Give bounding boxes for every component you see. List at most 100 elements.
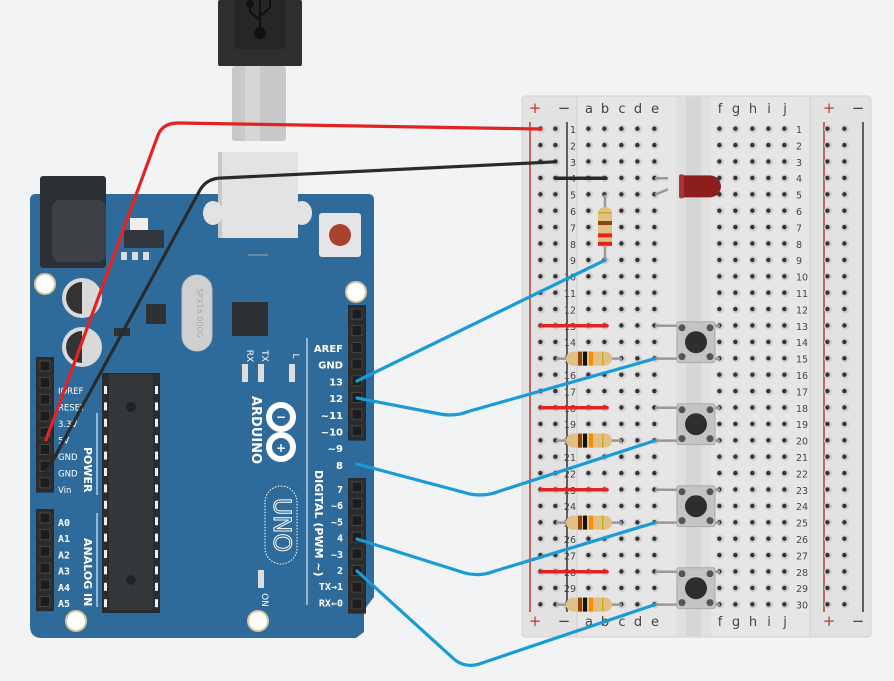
header-pin[interactable]: [39, 562, 51, 574]
push-button[interactable]: [655, 403, 720, 446]
breadboard-hole-center: [750, 224, 755, 230]
push-button[interactable]: [655, 485, 720, 528]
breadboard-hole-center: [553, 503, 558, 509]
button-cap[interactable]: [685, 413, 707, 436]
breadboard-hole-center: [652, 503, 657, 509]
button-cap[interactable]: [685, 331, 707, 354]
button-cap[interactable]: [685, 577, 707, 600]
breadboard-hole-center: [635, 339, 640, 345]
header-pin[interactable]: [39, 393, 51, 405]
reg-pin: [121, 252, 127, 260]
breadboard-hole-center: [766, 257, 771, 263]
breadboard-hole-center: [586, 388, 591, 394]
header-pin[interactable]: [351, 341, 363, 353]
header-pin[interactable]: [39, 512, 51, 524]
breadboard-hole-center: [619, 323, 624, 328]
row-number-left: 7: [570, 223, 576, 234]
breadboard-hole-center: [825, 339, 830, 345]
breadboard-hole-center: [825, 552, 830, 558]
usb-cable[interactable]: [218, 0, 302, 141]
breadboard-hole-center: [602, 290, 607, 295]
header-pin[interactable]: [39, 360, 51, 372]
breadboard-hole-center: [586, 421, 591, 427]
header-pin[interactable]: [351, 408, 363, 420]
wire-pin2-to-d30[interactable]: [355, 569, 657, 667]
breadboard-hole-center: [538, 339, 543, 345]
header-pin[interactable]: [351, 358, 363, 370]
digital-pin-label: ~11: [321, 411, 343, 422]
header-pin[interactable]: [39, 529, 51, 541]
row-number-left: 1: [570, 125, 576, 136]
analog-header: [36, 509, 54, 612]
components[interactable]: [539, 174, 721, 612]
chip-pin: [104, 533, 107, 542]
wire-gnd-to-minus-rail[interactable]: [44, 160, 558, 475]
wire-pin8-to-d20[interactable]: [355, 439, 657, 497]
resistor-band: [578, 597, 582, 612]
header-pin[interactable]: [351, 308, 363, 320]
header-pin[interactable]: [39, 545, 51, 557]
row-number-left: 22: [564, 469, 576, 480]
breadboard-hole-center: [733, 388, 738, 394]
wires[interactable]: [44, 121, 657, 667]
row-number-right: 25: [796, 519, 808, 530]
breadboard-hole-center: [825, 257, 830, 263]
breadboard-hole-center: [750, 126, 755, 131]
header-pin[interactable]: [351, 498, 363, 510]
breadboard-hole-center: [750, 503, 755, 509]
header-pin[interactable]: [351, 325, 363, 337]
rail-minus-label: −: [558, 612, 571, 630]
wire-5v-to-plus-rail[interactable]: [44, 121, 543, 442]
header-pin[interactable]: [351, 598, 363, 610]
wire-pin12-to-d15[interactable]: [355, 357, 657, 417]
header-pin[interactable]: [39, 410, 51, 422]
breadboard-hole-center: [553, 372, 558, 377]
header-pin[interactable]: [351, 425, 363, 437]
breadboard-hole-center: [586, 470, 591, 476]
header-pin[interactable]: [39, 477, 51, 489]
breadboard-hole-center: [750, 487, 755, 492]
push-button[interactable]: [655, 567, 720, 610]
button-cap[interactable]: [685, 495, 707, 518]
breadboard-hole-center: [733, 290, 738, 295]
row-number-right: 21: [796, 453, 808, 464]
led[interactable]: [681, 175, 721, 198]
header-pin[interactable]: [39, 579, 51, 591]
breadboard-hole-center: [619, 175, 624, 181]
button-corner: [678, 353, 686, 361]
breadboard-hole-center: [733, 126, 738, 131]
push-button[interactable]: [655, 321, 720, 364]
wire-pin4-to-d25[interactable]: [355, 521, 657, 577]
breadboard-hole-center: [733, 421, 738, 427]
breadboard-hole-center: [782, 405, 787, 410]
header-pin[interactable]: [39, 596, 51, 607]
header-pin[interactable]: [39, 377, 51, 389]
breadboard-hole-center: [652, 454, 657, 459]
breadboard-hole-center: [538, 274, 543, 279]
resistor-band: [583, 515, 587, 530]
header-pin[interactable]: [351, 581, 363, 593]
power-header: [36, 357, 54, 493]
breadboard-hole-center: [766, 520, 771, 525]
button-corner: [678, 599, 686, 607]
reset-button[interactable]: [319, 213, 361, 257]
breadboard-hole-center: [825, 224, 830, 230]
header-pin[interactable]: [351, 531, 363, 543]
breadboard-hole-center: [750, 454, 755, 459]
breadboard-hole-center: [782, 274, 787, 279]
header-pin[interactable]: [351, 548, 363, 560]
breadboard-hole-center: [538, 503, 543, 509]
row-number-left: 5: [570, 191, 576, 202]
breadboard-hole-center: [586, 339, 591, 345]
breadboard-hole-center: [750, 339, 755, 345]
breadboard-hole-center: [553, 224, 558, 230]
wire-pin13-to-c9[interactable]: [355, 258, 607, 383]
header-pin[interactable]: [351, 514, 363, 526]
arduino-uno-board[interactable]: SPX16.000G RX TX L ON ARDUINO − +: [30, 152, 374, 638]
header-pin[interactable]: [39, 444, 51, 455]
breadboard-hole-center: [733, 569, 738, 574]
header-pin[interactable]: [351, 481, 363, 493]
breadboard-hole-center: [825, 159, 830, 164]
breadboard-hole-center: [842, 487, 847, 492]
